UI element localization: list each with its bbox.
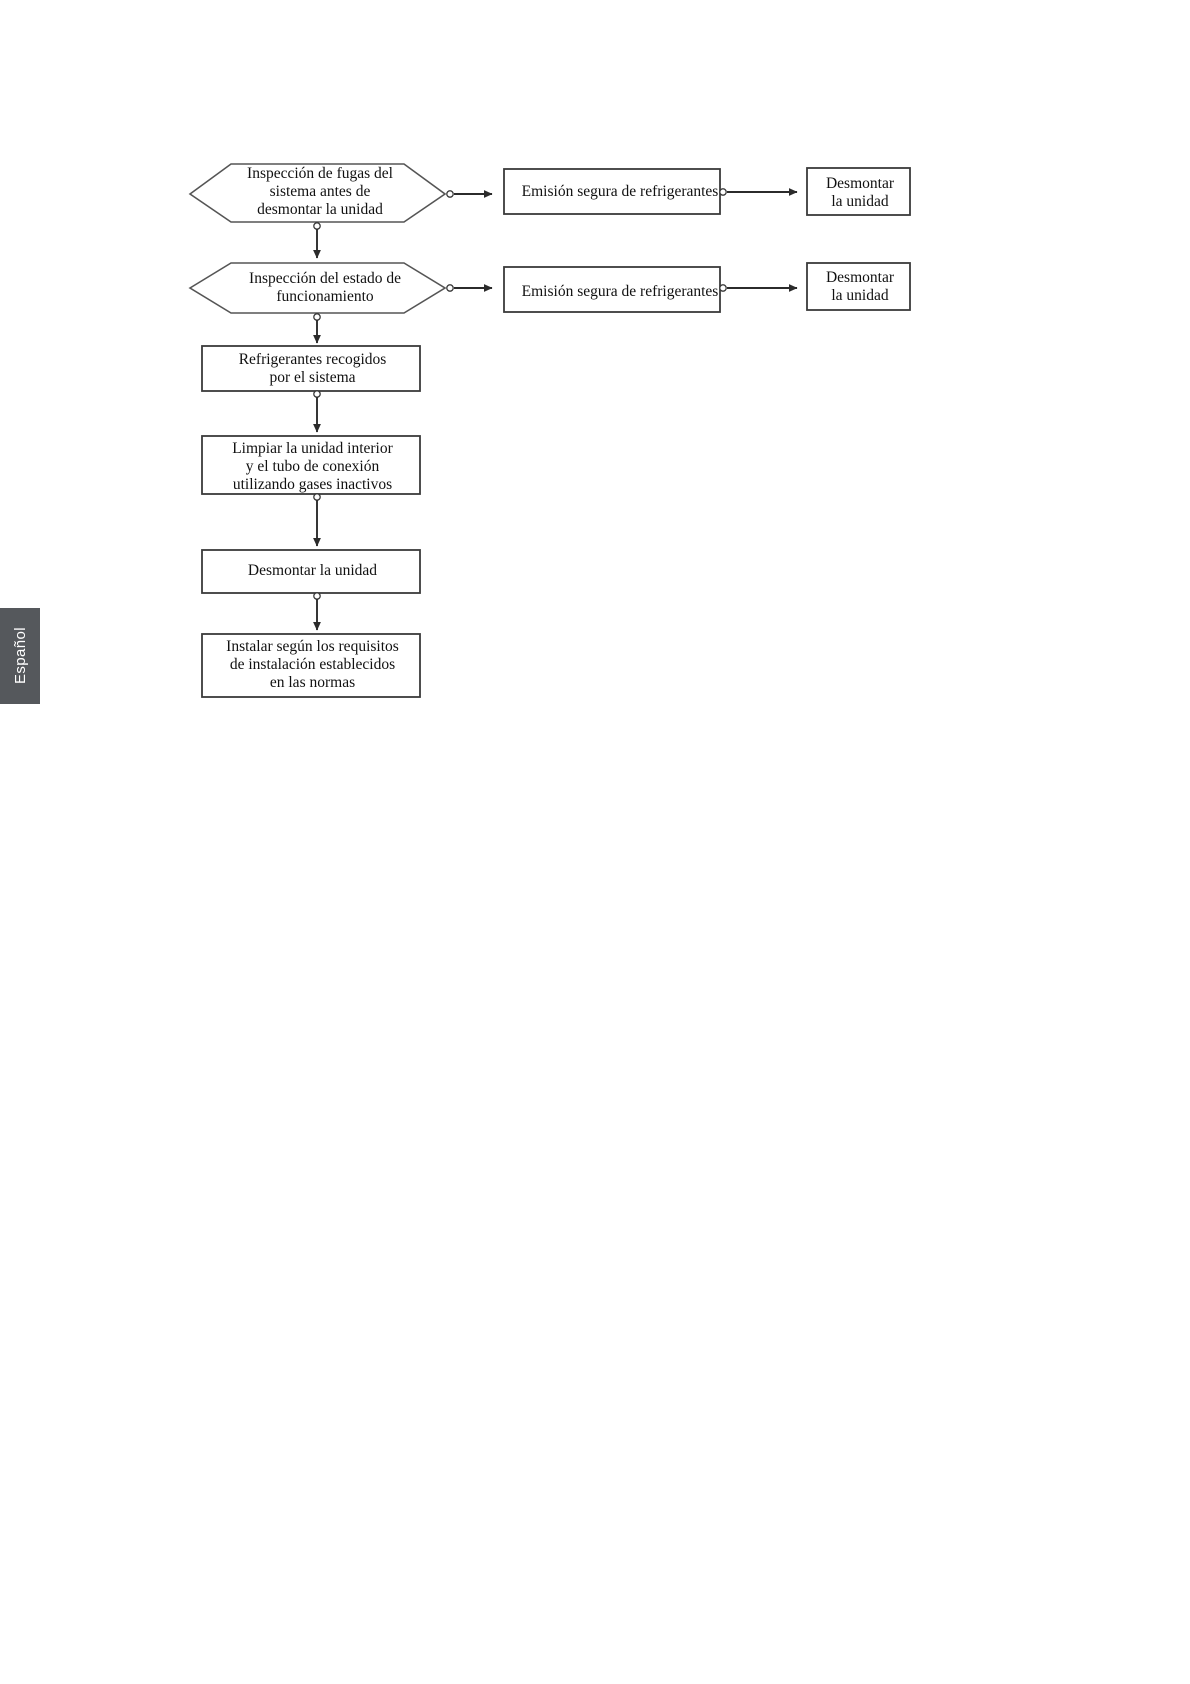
node-limpiar-shape: [201, 435, 421, 495]
node-hex2-shape: [188, 262, 447, 314]
edge-hex1-hex2-source-dot: [313, 222, 321, 230]
edge-hex1-emision1-source-dot: [446, 190, 454, 198]
node-recogidos-shape: [201, 345, 421, 392]
node-desmontar-main-shape: [201, 549, 421, 594]
language-tab-espanol[interactable]: Español: [0, 608, 40, 704]
node-instalar-shape: [201, 633, 421, 698]
edge-desmontar-instalar-source-dot: [313, 592, 321, 600]
node-desmontar1-shape: [806, 167, 911, 216]
edge-emision2-desmontar2-source-dot: [719, 284, 727, 292]
node-desmontar2-shape: [806, 262, 911, 311]
edge-limpiar-desmontar-source-dot: [313, 493, 321, 501]
edge-hex2-emision2-source-dot: [446, 284, 454, 292]
node-hex1-shape: [188, 163, 447, 223]
node-emision2-shape: [503, 266, 721, 313]
edge-emision1-desmontar1-source-dot: [719, 188, 727, 196]
edge-recogidos-limpiar-source-dot: [313, 390, 321, 398]
edge-hex2-recogidos-source-dot: [313, 313, 321, 321]
node-emision1-shape: [503, 168, 721, 215]
